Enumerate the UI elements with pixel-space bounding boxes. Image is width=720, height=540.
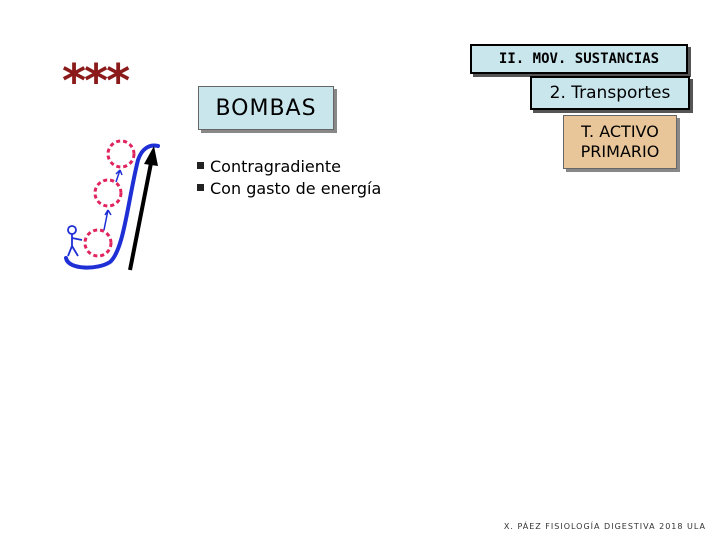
transport-type-line2: PRIMARIO [580,142,660,161]
section-title-box: II. MOV. SUSTANCIAS [470,44,688,74]
stick-figure-icon [67,225,83,257]
bullet-square-icon [197,184,204,191]
bullet-item: Con gasto de energía [197,178,381,200]
section-title: II. MOV. SUSTANCIAS [498,51,660,67]
bullet-list: Contragradiente Con gasto de energía [197,156,381,200]
big-up-arrow [128,157,154,271]
main-title: BOMBAS [215,95,317,121]
push-arrow-lower [103,209,109,231]
main-title-box: BOMBAS [198,86,334,130]
hill-curve [64,143,160,270]
transport-type-line1: T. ACTIVO [581,122,659,141]
ball-top [106,139,136,169]
uphill-pump-illustration [64,139,160,271]
ball-middle [93,178,123,208]
subtitle: 2. Transportes [549,83,671,103]
ball-bottom [83,228,113,258]
bullet-square-icon [197,162,204,169]
transport-type-box: T. ACTIVO PRIMARIO [563,115,677,169]
subtitle-box: 2. Transportes [530,76,690,110]
bullet-item: Contragradiente [197,156,381,178]
push-arrow-upper [115,169,121,183]
decorative-asterisks: *** [62,54,130,108]
footer-credit: X. PÁEZ FISIOLOGÍA DIGESTIVA 2018 ULA [503,522,706,531]
